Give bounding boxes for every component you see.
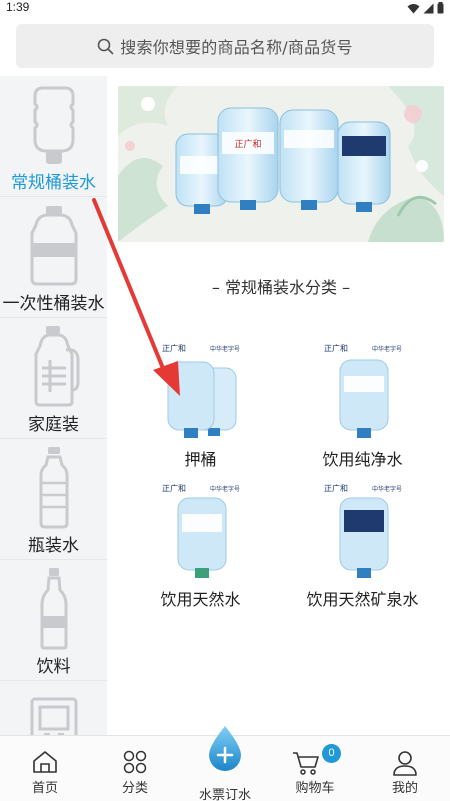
wifi-icon bbox=[407, 3, 420, 13]
sidebar-item-label: 一次性桶装水 bbox=[2, 294, 105, 314]
tab-label: 分类 bbox=[121, 781, 148, 796]
status-bar: 1:39 bbox=[0, 0, 450, 16]
product-brand: 正广和 bbox=[324, 483, 348, 493]
category-icon bbox=[123, 750, 147, 774]
tab-label: 购物车 bbox=[295, 781, 335, 796]
cart-icon bbox=[293, 752, 319, 775]
product-brand: 正广和 bbox=[324, 343, 348, 353]
tab-label: 首页 bbox=[31, 781, 58, 796]
battery-icon bbox=[437, 2, 444, 14]
jug-icon bbox=[33, 86, 74, 164]
product-brand: 正广和 bbox=[162, 483, 186, 493]
sidebar-item-drinks[interactable]: 饮料 bbox=[0, 560, 107, 681]
product-brand: 正广和 bbox=[162, 343, 186, 353]
sidebar-item-dispenser[interactable] bbox=[0, 681, 107, 735]
signal-icon bbox=[423, 3, 434, 13]
search-input[interactable]: 搜索你想要的商品名称/商品货号 bbox=[16, 24, 434, 68]
tab-home[interactable]: 首页 bbox=[0, 736, 90, 801]
status-icons bbox=[407, 2, 444, 14]
family-bottle-icon bbox=[34, 326, 79, 407]
cart-badge: 0 bbox=[322, 744, 341, 763]
category-sidebar: 常规桶装水 一次性桶装水 家庭装 瓶装水 bbox=[0, 76, 107, 735]
tab-label: 水票订水 bbox=[198, 788, 251, 801]
status-time: 1:39 bbox=[6, 0, 30, 14]
product-partner: 中华老字号 bbox=[210, 345, 240, 353]
water-dispenser-icon bbox=[30, 697, 77, 735]
product-card[interactable]: 正广和 中华老字号 押桶 bbox=[118, 340, 283, 470]
banner-image: 正广和 bbox=[118, 86, 444, 242]
product-card[interactable]: 正广和 中华老字号 饮用天然水 bbox=[118, 480, 283, 610]
tab-cart[interactable]: 0 购物车 bbox=[270, 736, 360, 801]
disposable-jug-icon bbox=[30, 206, 77, 286]
sidebar-item-family-pack[interactable]: 家庭装 bbox=[0, 318, 107, 439]
search-icon bbox=[97, 38, 114, 54]
bottle-icon bbox=[39, 447, 68, 529]
water-drop-icon bbox=[209, 726, 241, 771]
banner-brand: 正广和 bbox=[234, 138, 261, 150]
product-image: 正广和 中华老字号 bbox=[159, 342, 252, 438]
product-partner: 中华老字号 bbox=[372, 345, 402, 353]
user-icon bbox=[393, 751, 417, 776]
sidebar-item-regular-jug[interactable]: 常规桶装水 bbox=[0, 76, 107, 197]
sidebar-item-label: 家庭装 bbox=[28, 415, 79, 435]
drink-bottle-icon bbox=[40, 568, 67, 650]
product-name: 饮用天然水 bbox=[160, 590, 241, 609]
product-name: 饮用天然矿泉水 bbox=[306, 590, 419, 609]
section-title: – 常规桶装水分类 – bbox=[211, 278, 351, 297]
sidebar-item-bottled-water[interactable]: 瓶装水 bbox=[0, 439, 107, 560]
home-icon bbox=[33, 751, 57, 773]
product-image: 正广和 中华老字号 bbox=[321, 482, 414, 578]
product-name: 押桶 bbox=[184, 450, 217, 469]
tab-profile[interactable]: 我的 bbox=[360, 736, 450, 801]
product-card[interactable]: 正广和 中华老字号 饮用天然矿泉水 bbox=[280, 480, 445, 610]
tab-category[interactable]: 分类 bbox=[90, 736, 180, 801]
bottom-tab-bar: 首页 分类 水票订水 0 购物车 bbox=[0, 726, 450, 801]
sidebar-item-label: 常规桶装水 bbox=[11, 173, 96, 193]
sidebar-item-disposable-jug[interactable]: 一次性桶装水 bbox=[0, 197, 107, 318]
product-partner: 中华老字号 bbox=[372, 485, 402, 493]
tab-label: 我的 bbox=[391, 781, 418, 796]
product-name: 饮用纯净水 bbox=[322, 450, 403, 469]
product-card[interactable]: 正广和 中华老字号 饮用纯净水 bbox=[280, 340, 445, 470]
product-image: 正广和 中华老字号 bbox=[321, 342, 414, 438]
product-image: 正广和 中华老字号 bbox=[159, 482, 252, 578]
promo-banner[interactable]: 正广和 bbox=[118, 86, 444, 242]
search-placeholder: 搜索你想要的商品名称/商品货号 bbox=[120, 38, 353, 57]
tab-water-ticket-order[interactable]: 水票订水 bbox=[180, 726, 270, 801]
sidebar-item-label: 饮料 bbox=[36, 657, 71, 677]
sidebar-item-label: 瓶装水 bbox=[28, 536, 79, 556]
product-partner: 中华老字号 bbox=[210, 485, 240, 493]
